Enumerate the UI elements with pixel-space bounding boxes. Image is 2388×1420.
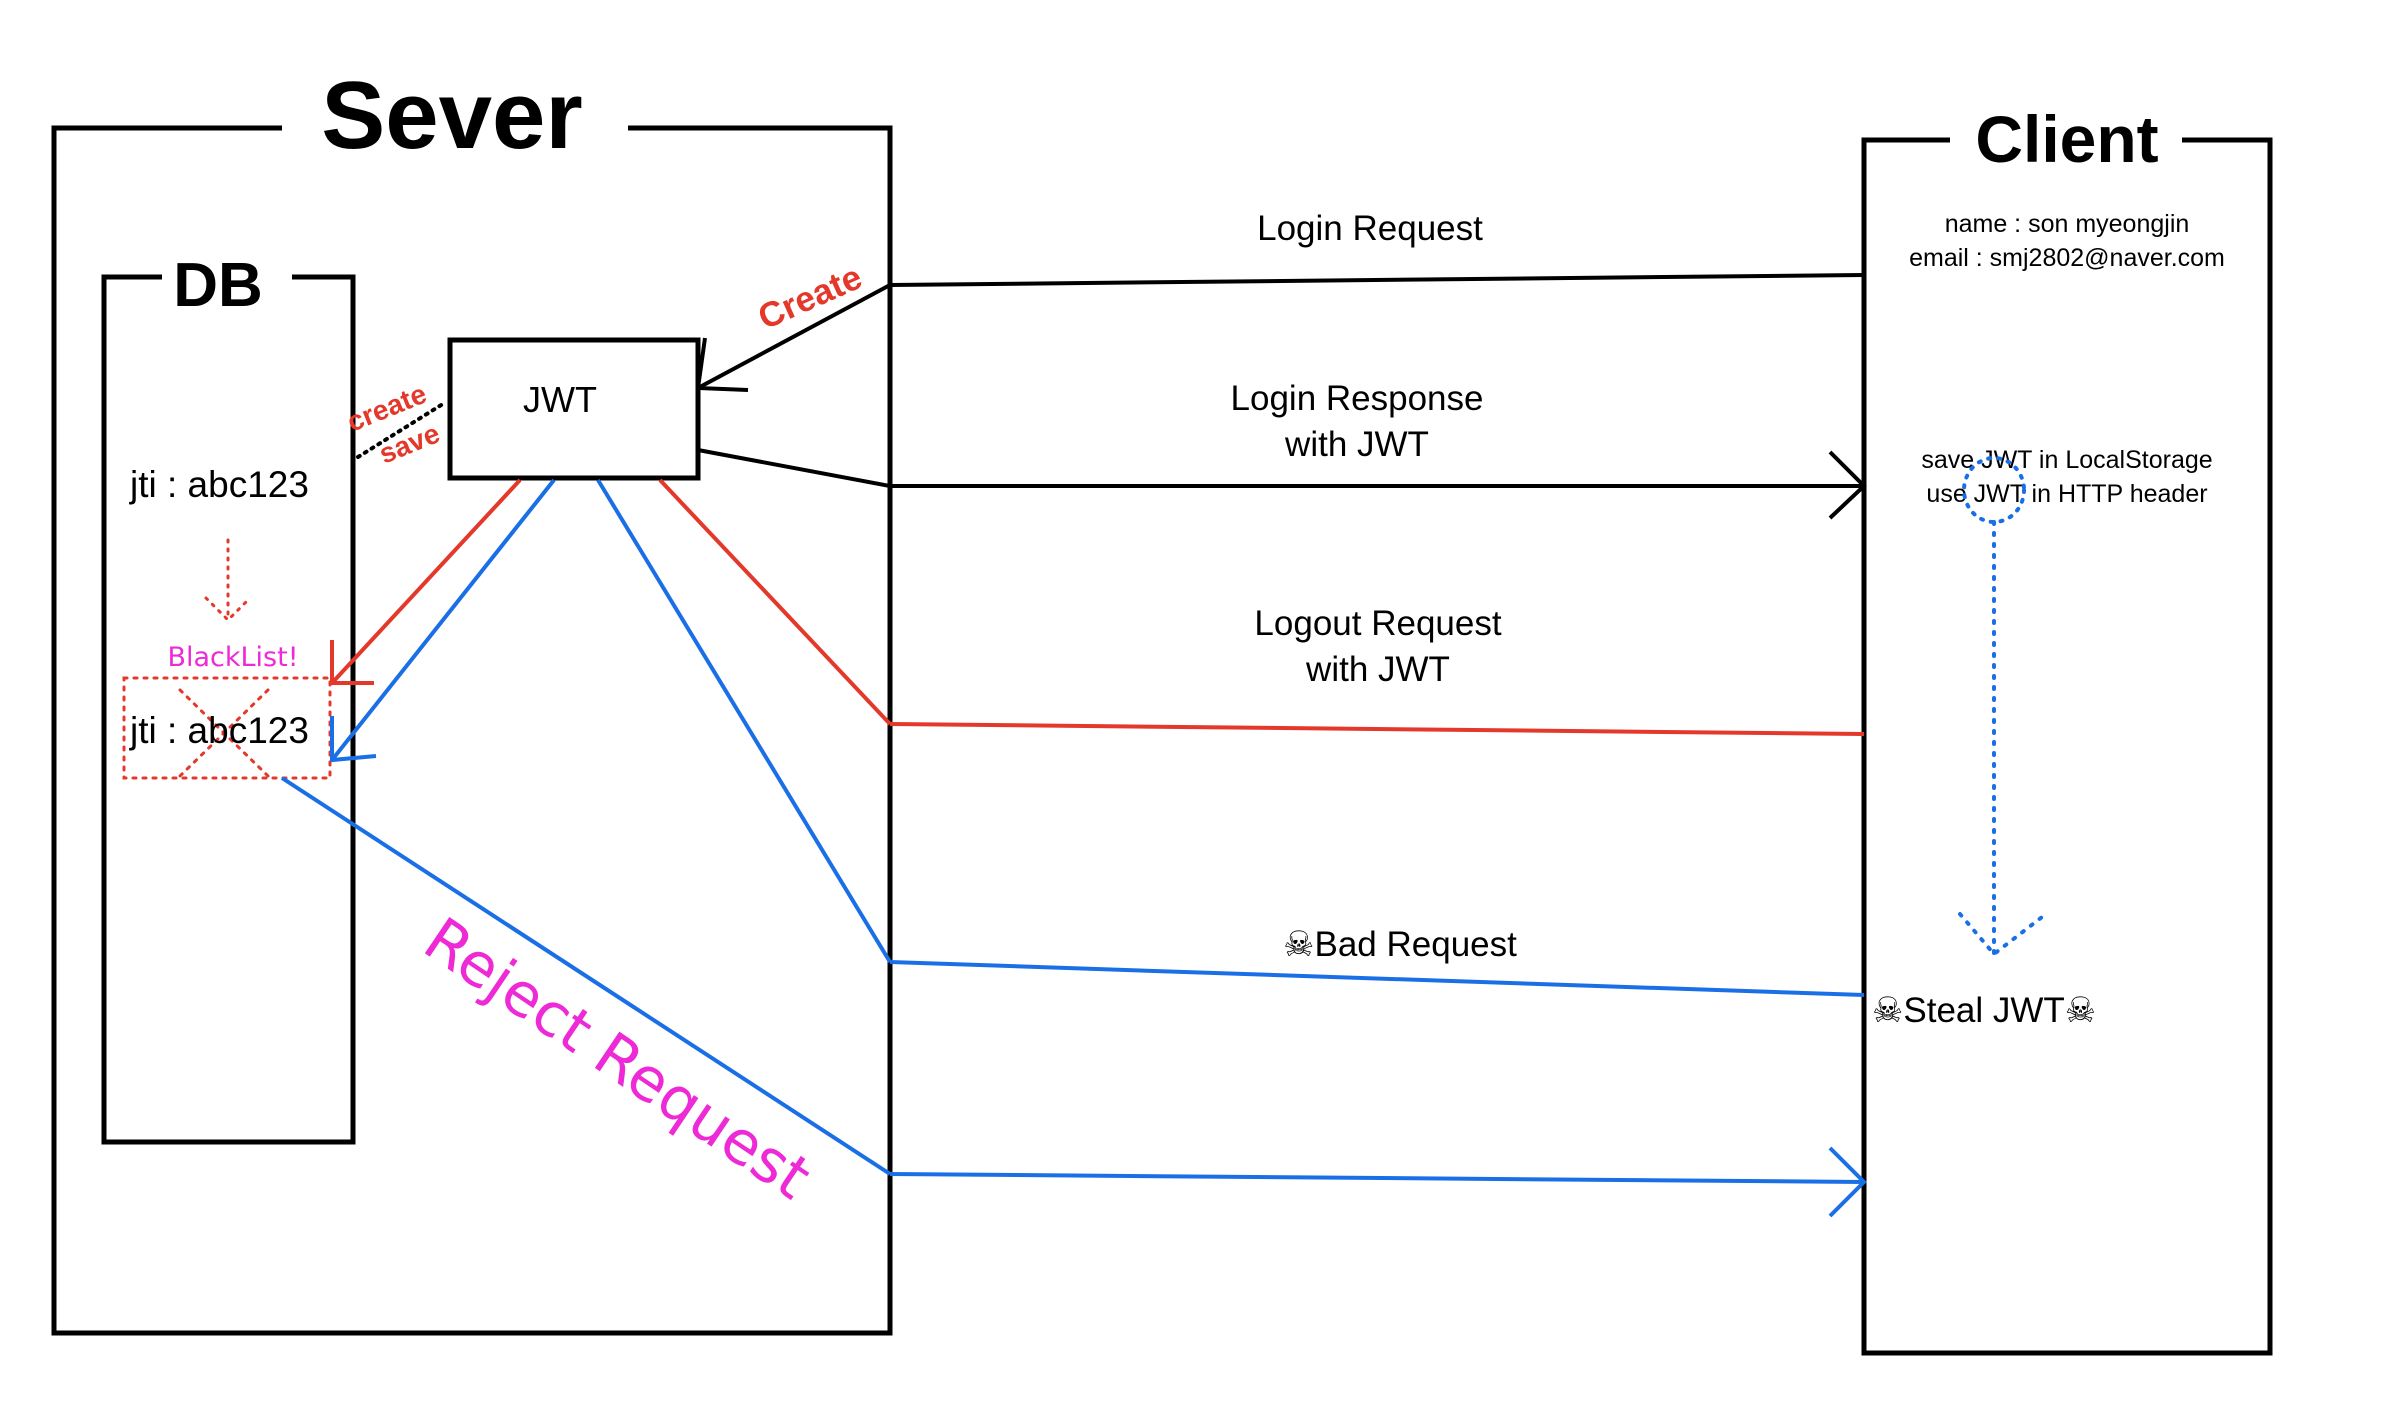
- blacklist-frame: [122, 676, 332, 780]
- blacklist-cross: [178, 688, 270, 778]
- client-email: email : smj2802@naver.com: [1909, 244, 2225, 272]
- client-storage-line2: use JWT in HTTP header: [1926, 480, 2207, 508]
- bad-request-label: ☠Bad Request: [1283, 925, 1517, 964]
- login-request-flow: Login Request: [695, 209, 1865, 392]
- server-title: Sever: [321, 62, 583, 169]
- reject-request-label: Reject Request: [412, 904, 823, 1213]
- logout-request-label-1: Logout Request: [1254, 604, 1501, 643]
- bad-request-flow: ☠Bad Request: [330, 478, 1865, 997]
- login-request-label: Login Request: [1257, 209, 1483, 248]
- steal-jwt-label: ☠Steal JWT☠: [1872, 991, 2096, 1030]
- server-frame: Sever: [51, 62, 893, 1336]
- db-record: jti : abc123: [129, 464, 309, 505]
- jwt-box: JWT Create create save: [343, 257, 868, 481]
- login-response-label-1: Login Response: [1231, 379, 1484, 418]
- blacklist-dotted-arrowhead: [204, 596, 252, 623]
- logout-request-flow: Logout Request with JWT: [330, 478, 1865, 736]
- client-frame: Client name : son myeongjin email : smj2…: [1861, 102, 2273, 1356]
- client-name: name : son myeongjin: [1945, 210, 2190, 238]
- jwt-create-label: Create: [752, 257, 867, 337]
- logout-request-label-2: with JWT: [1305, 650, 1450, 689]
- login-response-label-2: with JWT: [1284, 425, 1429, 464]
- login-response-flow: Login Response with JWT: [697, 379, 1867, 520]
- client-title: Client: [1975, 102, 2158, 176]
- steal-dotted-arrowhead: [1958, 912, 2048, 957]
- db-blacklisted-record: jti : abc123: [129, 710, 309, 751]
- db-title: DB: [173, 251, 263, 320]
- create-save-dotted-link: [356, 400, 448, 459]
- db-box: DB jti : abc123 BlackList! jti : abc123: [101, 251, 356, 1145]
- client-storage-line1: save JWT in LocalStorage: [1921, 446, 2212, 474]
- create-save-label-2: save: [375, 417, 444, 469]
- jwt-label: JWT: [523, 379, 597, 420]
- blacklist-label: BlackList!: [167, 642, 298, 673]
- reject-request-flow: Reject Request: [280, 776, 1867, 1218]
